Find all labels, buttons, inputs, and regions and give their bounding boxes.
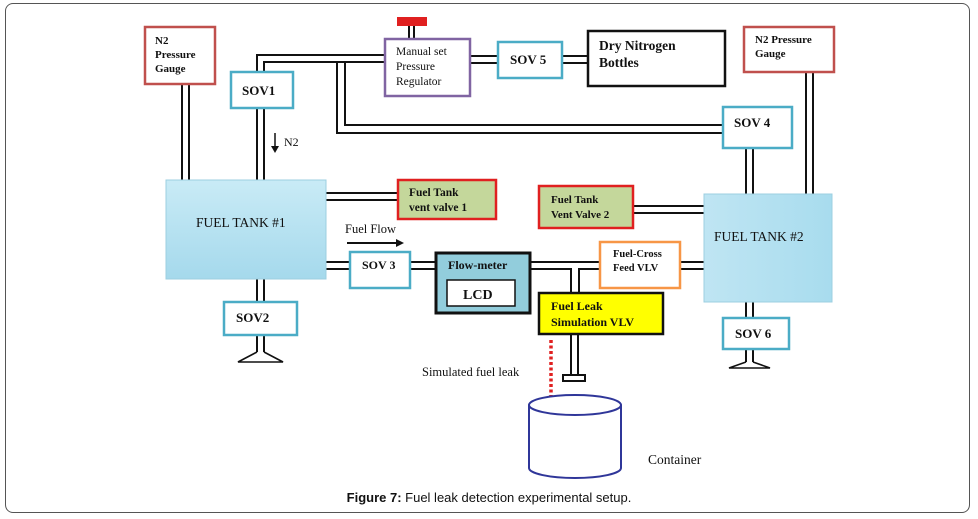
sov1-label: SOV1: [242, 83, 275, 98]
fuel-tank-vent-valve-1: Fuel Tank vent valve 1: [396, 178, 498, 221]
figure-caption: Figure 7: Fuel leak detection experiment…: [0, 490, 978, 505]
sov2-label: SOV2: [236, 310, 269, 325]
bottles-line1: Dry Nitrogen: [599, 38, 676, 53]
n2-flow-indicator: N2: [271, 133, 299, 153]
pipe-tank1-vent1: [326, 192, 398, 201]
bottles-line2: Bottles: [599, 55, 639, 70]
container-label: Container: [648, 452, 702, 467]
n2-pressure-gauge-left: N2 Pressure Gauge: [143, 25, 217, 86]
leak-valve-line2: Simulation VLV: [551, 315, 634, 329]
figure-frame: [5, 3, 970, 513]
container-body: [528, 405, 622, 479]
fuel-leak-simulation-valve: Fuel Leak Simulation VLV: [537, 291, 665, 336]
pipe-sov3-flowmeter: [410, 261, 436, 270]
flow-meter-label: Flow-meter: [448, 258, 508, 272]
regulator-line1: Manual set: [396, 46, 448, 58]
fuel-tank-2: FUEL TANK #2: [703, 193, 833, 303]
pipes: [181, 24, 814, 382]
manual-pressure-regulator: Manual set Pressure Regulator: [383, 17, 472, 98]
lcd-label: LCD: [463, 288, 493, 303]
n2-gauge-left-line3: Gauge: [155, 63, 186, 75]
n2-gauge-right-line2: Gauge: [755, 48, 786, 60]
fuel-cross-feed-valve: Fuel-Cross Feed VLV: [598, 240, 682, 290]
pipe-left-gauge-tank1: [181, 85, 190, 180]
sov4-valve: SOV 4: [721, 105, 794, 150]
container-rim: [528, 394, 622, 416]
pipe-sov5-bottles: [562, 55, 588, 64]
pipe-flowmeter-crossfeed: [530, 261, 600, 293]
cross-feed-line2: Feed VLV: [613, 263, 659, 274]
pipe-leak-outlet: [562, 335, 586, 382]
caption-label: Figure 7:: [346, 490, 402, 505]
caption-text: Fuel leak detection experimental setup.: [401, 490, 632, 505]
fuel-tank-1: FUEL TANK #1: [165, 179, 327, 280]
regulator-line3: Regulator: [396, 76, 442, 88]
pipe-sov4-tank2: [745, 148, 754, 194]
fuel-flow-indicator: Fuel Flow: [345, 222, 404, 247]
fuel-tank-2-label: FUEL TANK #2: [714, 229, 804, 244]
lcd-display: [446, 279, 516, 307]
dry-nitrogen-bottles: Dry Nitrogen Bottles: [586, 29, 727, 88]
pipe-regulator-knob: [408, 24, 415, 39]
cross-feed-line1: Fuel-Cross: [613, 249, 662, 260]
sov6-valve: SOV 6: [721, 316, 791, 351]
n2-flow-label: N2: [284, 135, 299, 149]
regulator-line2: Pressure: [396, 61, 435, 73]
n2-gauge-left-line2: Pressure: [155, 49, 196, 61]
vent-valve-1-line1: Fuel Tank: [409, 187, 459, 199]
sov4-label: SOV 4: [734, 115, 771, 130]
fuel-tank-1-label: FUEL TANK #1: [196, 215, 286, 230]
sov5-label: SOV 5: [510, 52, 547, 67]
pipe-tank1-sov3: [326, 261, 350, 270]
container: Container: [528, 394, 702, 479]
pipe-regulator-sov4: [336, 62, 725, 134]
pipe-crossfeed-tank2: [680, 261, 704, 270]
vent-valve-1-line2: vent valve 1: [409, 202, 467, 214]
pipe-sov1-regulator: [256, 54, 385, 72]
vent-valve-2-line1: Fuel Tank: [551, 194, 599, 206]
pipe-tank2-sov6: [728, 302, 771, 369]
sov5-valve: SOV 5: [496, 40, 564, 80]
pipe-vent2-tank2: [633, 205, 704, 214]
regulator-knob-icon: [397, 17, 427, 26]
n2-gauge-left-line1: N2: [155, 35, 169, 47]
pipe-regulator-sov5: [470, 55, 498, 64]
flow-meter: Flow-meter LCD: [434, 251, 532, 315]
vent-valve-2-line2: Vent Valve 2: [551, 209, 610, 221]
fuel-tank-vent-valve-2: Fuel Tank Vent Valve 2: [537, 184, 635, 230]
sov3-valve: SOV 3: [348, 250, 412, 290]
leak-valve-line1: Fuel Leak: [551, 299, 603, 313]
simulated-leak-label: Simulated fuel leak: [422, 365, 520, 379]
pipe-tank1-sov2: [237, 279, 284, 363]
sov3-label: SOV 3: [362, 258, 395, 272]
sov1-valve: SOV1: [229, 70, 295, 110]
pipe-sov1-tank1: [256, 108, 265, 180]
sov2-valve: SOV2: [222, 300, 299, 337]
sov6-label: SOV 6: [735, 326, 772, 341]
fuel-flow-label: Fuel Flow: [345, 222, 396, 236]
n2-gauge-right-line1: N2 Pressure: [755, 34, 812, 46]
n2-pressure-gauge-right: N2 Pressure Gauge: [742, 25, 836, 74]
pipe-right-gauge-tank2: [805, 72, 814, 194]
